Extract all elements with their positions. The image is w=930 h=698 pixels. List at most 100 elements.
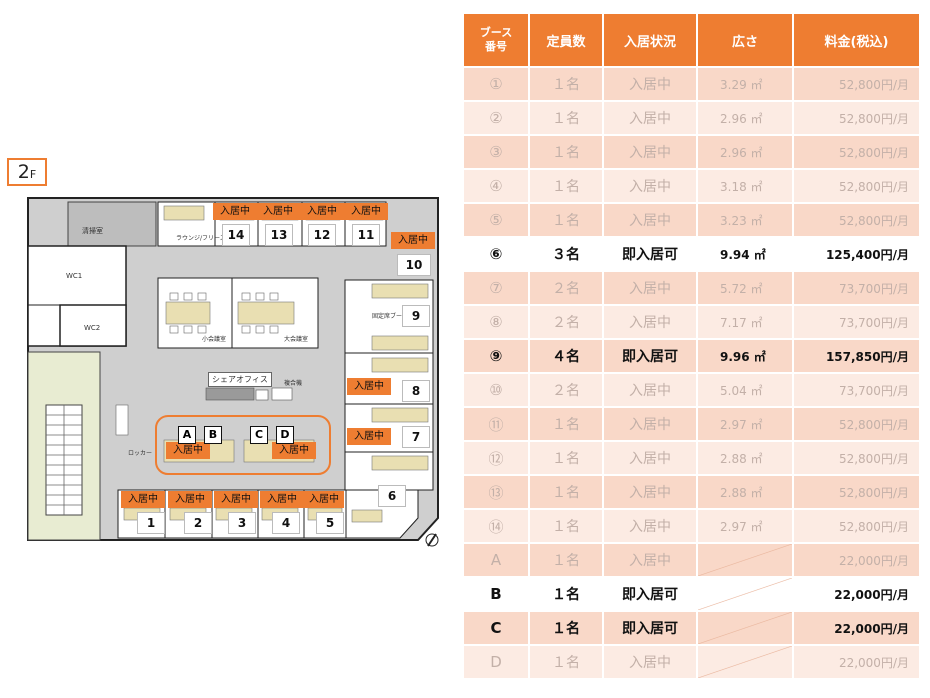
- cell-status: 入居中: [604, 374, 696, 406]
- cell-area: [698, 578, 792, 610]
- room-label-large-meeting: 大会議室: [284, 336, 309, 343]
- free-desk-a: A: [178, 426, 196, 444]
- occupied-badge-d: 入居中: [272, 442, 316, 459]
- cell-area: 2.97 ㎡: [698, 408, 792, 440]
- cell-capacity: １名: [530, 204, 602, 236]
- cell-capacity: １名: [530, 408, 602, 440]
- cell-capacity: ２名: [530, 306, 602, 338]
- occupied-badge-4: 入居中: [260, 491, 304, 508]
- cell-price: 52,800円/月: [794, 476, 919, 508]
- cell-capacity: １名: [530, 102, 602, 134]
- floor-plan-drawing: [27, 197, 439, 547]
- cell-price: 52,800円/月: [794, 136, 919, 168]
- occupied-badge-10: 入居中: [391, 232, 435, 249]
- floor-plan: 2F 清掃室 WC1 WC2 ラウンジ/フリースペース 小会議室 大会議室 シェ…: [0, 0, 460, 698]
- occupied-badge-7: 入居中: [347, 428, 391, 445]
- cell-capacity: １名: [530, 544, 602, 576]
- cell-status: 即入居可: [604, 612, 696, 644]
- cell-booth-number: A: [464, 544, 528, 576]
- cell-booth-number: ⑥: [464, 238, 528, 270]
- cell-area: [698, 646, 792, 678]
- cell-price: 22,000円/月: [794, 544, 919, 576]
- cell-price: 52,800円/月: [794, 102, 919, 134]
- cell-area: 2.88 ㎡: [698, 476, 792, 508]
- cell-booth-number: ⑤: [464, 204, 528, 236]
- cell-status: 入居中: [604, 68, 696, 100]
- cell-capacity: ２名: [530, 374, 602, 406]
- cell-booth-number: D: [464, 646, 528, 678]
- occupied-badge-13: 入居中: [256, 203, 300, 220]
- cell-booth-number: ①: [464, 68, 528, 100]
- cell-booth-number: C: [464, 612, 528, 644]
- cell-price: 22,000円/月: [794, 578, 919, 610]
- booth-number-9: 9: [402, 305, 430, 327]
- room-label-locker: ロッカー: [128, 450, 153, 457]
- floor-number: 2: [17, 161, 30, 183]
- cell-status: 入居中: [604, 510, 696, 542]
- cell-capacity: １名: [530, 476, 602, 508]
- cell-area: 3.23 ㎡: [698, 204, 792, 236]
- cell-capacity: １名: [530, 510, 602, 542]
- cell-capacity: １名: [530, 612, 602, 644]
- booth-number-6: 6: [378, 485, 406, 507]
- cell-area: [698, 544, 792, 576]
- booth-number-8: 8: [402, 380, 430, 402]
- cell-booth-number: ⑧: [464, 306, 528, 338]
- floor-level-tag: 2F: [7, 158, 47, 186]
- cell-booth-number: ③: [464, 136, 528, 168]
- header-booth-number: ブース 番号: [464, 14, 528, 66]
- cell-area: 2.96 ㎡: [698, 102, 792, 134]
- occupied-badge-8: 入居中: [347, 378, 391, 395]
- booth-number-5: 5: [316, 512, 344, 534]
- table-header-row: ブース 番号 定員数 入居状況 広さ 料金(税込): [464, 14, 919, 66]
- cell-area: 5.72 ㎡: [698, 272, 792, 304]
- cell-capacity: １名: [530, 136, 602, 168]
- free-desk-c: C: [250, 426, 268, 444]
- room-label-small-meeting: 小会議室: [202, 336, 227, 343]
- cell-status: 入居中: [604, 442, 696, 474]
- cell-booth-number: ⑨: [464, 340, 528, 372]
- room-label-copier: 複合機: [284, 380, 303, 387]
- cell-booth-number: ⑩: [464, 374, 528, 406]
- free-desk-b: B: [204, 426, 222, 444]
- occupied-badge-a: 入居中: [166, 442, 210, 459]
- cell-status: 入居中: [604, 102, 696, 134]
- cell-area: 7.17 ㎡: [698, 306, 792, 338]
- cell-area: [698, 612, 792, 644]
- cell-area: 2.88 ㎡: [698, 442, 792, 474]
- room-label-fixed-booth: 固定席ブース: [372, 313, 408, 320]
- cell-booth-number: ⑦: [464, 272, 528, 304]
- occupied-badge-5: 入居中: [304, 491, 344, 508]
- cell-area: 5.04 ㎡: [698, 374, 792, 406]
- booth-number-14: 14: [222, 224, 250, 246]
- occupied-badge-2: 入居中: [168, 491, 212, 508]
- cell-area: 3.29 ㎡: [698, 68, 792, 100]
- cell-price: 73,700円/月: [794, 306, 919, 338]
- cell-booth-number: ⑭: [464, 510, 528, 542]
- booth-number-7: 7: [402, 426, 430, 448]
- occupied-badge-12: 入居中: [300, 203, 344, 220]
- booth-number-10: 10: [397, 254, 431, 276]
- cell-capacity: ３名: [530, 238, 602, 270]
- cell-booth-number: ⑬: [464, 476, 528, 508]
- cell-price: 157,850円/月: [794, 340, 919, 372]
- cell-area: 2.96 ㎡: [698, 136, 792, 168]
- booth-number-2: 2: [184, 512, 212, 534]
- cell-status: 入居中: [604, 204, 696, 236]
- booth-number-1: 1: [137, 512, 165, 534]
